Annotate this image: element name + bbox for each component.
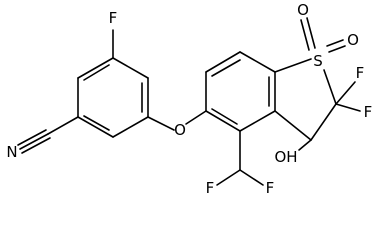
bond <box>239 169 264 186</box>
bond <box>77 57 114 79</box>
bond <box>205 51 241 73</box>
fluorine-atom: F <box>364 103 373 121</box>
fluorobenzonitrile-ring <box>77 57 149 138</box>
sulfonyl-double-bond <box>300 19 310 51</box>
molecule-structure: F N O S O O F F OH F F <box>6 1 373 197</box>
hydroxyl-group: OH <box>274 148 297 166</box>
double-bond-inner <box>211 108 238 125</box>
nitrogen-atom: N <box>6 143 17 161</box>
benzo-ring <box>205 51 276 132</box>
sulfonyl-oxygen-atom: O <box>347 31 359 49</box>
double-bond-inner <box>83 115 110 131</box>
sulfonyl-oxygen-atom: O <box>297 1 309 19</box>
bond-s-c <box>323 69 337 105</box>
triple-bond <box>21 137 51 154</box>
sulfonyl-double-bond <box>328 45 346 53</box>
triple-bond <box>19 133 49 150</box>
triple-bond <box>17 129 47 146</box>
fluorine-atom: F <box>356 64 365 82</box>
bond <box>310 103 337 141</box>
bond <box>47 116 79 135</box>
bond-aryl-o <box>147 116 175 131</box>
bond-c-f <box>335 103 361 112</box>
bond-c-f <box>335 81 356 105</box>
nitrile-group <box>17 116 79 154</box>
fluorine-atom: F <box>206 179 215 197</box>
bond <box>239 51 276 73</box>
bond-c-s <box>274 58 312 73</box>
bond <box>216 169 241 186</box>
bond <box>112 116 149 138</box>
ether-oxygen-atom: O <box>174 121 186 139</box>
sulfonyl-double-bond <box>306 17 316 49</box>
double-bond-inner <box>83 64 110 81</box>
bond <box>77 116 114 138</box>
bond <box>274 110 312 141</box>
sulfonyl-double-bond <box>326 39 344 47</box>
difluoromethyl-group <box>216 130 264 186</box>
bond-c-oh <box>298 139 312 151</box>
bond <box>239 110 276 132</box>
molecule-canvas: F N O S O O F F OH F F <box>6 1 373 197</box>
sulfur-atom: S <box>313 52 323 70</box>
thiolane-ring <box>274 58 337 141</box>
double-bond-inner <box>211 59 241 77</box>
fluorine-atom: F <box>109 9 118 27</box>
bond-o-aryl <box>185 110 207 125</box>
bond <box>112 57 149 79</box>
fluorine-atom: F <box>266 179 275 197</box>
bond <box>205 110 241 132</box>
